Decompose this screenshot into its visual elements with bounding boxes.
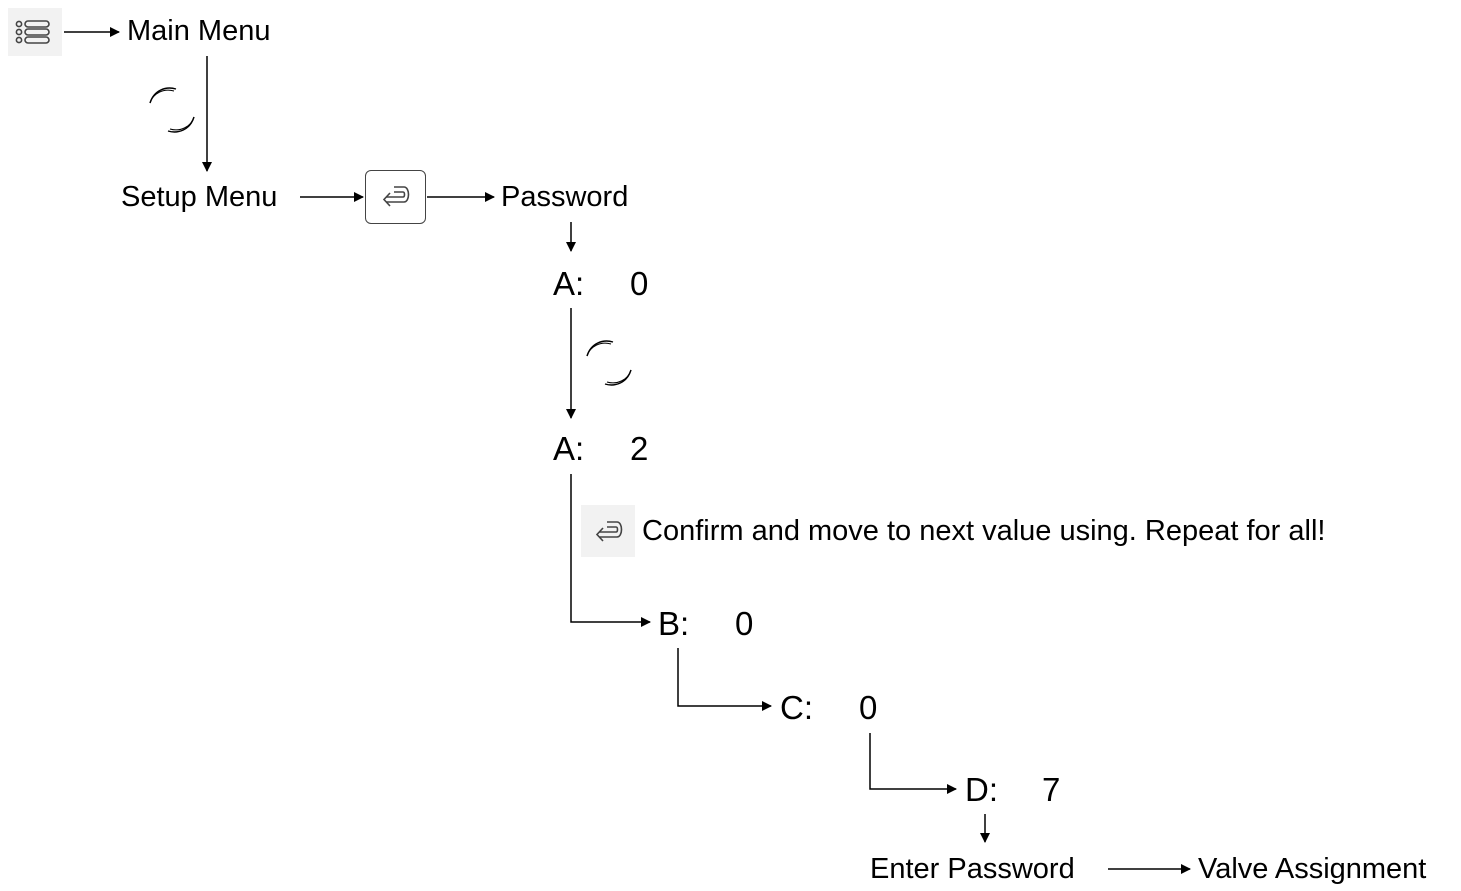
digit-letter: A: [553, 265, 585, 302]
arrow-a2-to-b [570, 474, 651, 627]
digit-letter: D: [965, 771, 998, 808]
digit-value: 7 [1042, 771, 1061, 808]
menu-list-icon [8, 8, 62, 56]
enter-key-icon [365, 170, 426, 224]
digit-value: 2 [630, 430, 649, 467]
digit-value: 0 [859, 689, 878, 726]
password-digit-a-initial: A: 0 [553, 265, 663, 303]
digit-value: 0 [735, 605, 754, 642]
arrow-b-to-c [677, 648, 772, 711]
password-digit-c: C: 0 [780, 689, 890, 727]
password-digit-d: D: 7 [965, 771, 1075, 809]
password-digit-a-set: A: 2 [553, 430, 663, 468]
valve-assignment-label: Valve Assignment [1198, 853, 1427, 885]
arrow-c-to-d [869, 733, 957, 794]
confirm-note: Confirm and move to next value using. Re… [642, 515, 1326, 547]
password-digit-b: B: 0 [658, 605, 768, 643]
rotary-knob-icon [586, 340, 632, 386]
enter-password-label: Enter Password [870, 853, 1075, 885]
digit-letter: C: [780, 689, 813, 726]
digit-letter: B: [658, 605, 690, 642]
enter-key-icon [581, 505, 635, 557]
setup-menu-label: Setup Menu [121, 181, 278, 213]
digit-letter: A: [553, 430, 585, 467]
password-label: Password [501, 181, 629, 213]
rotary-knob-icon [149, 87, 195, 133]
digit-value: 0 [630, 265, 649, 302]
main-menu-label: Main Menu [127, 15, 271, 47]
